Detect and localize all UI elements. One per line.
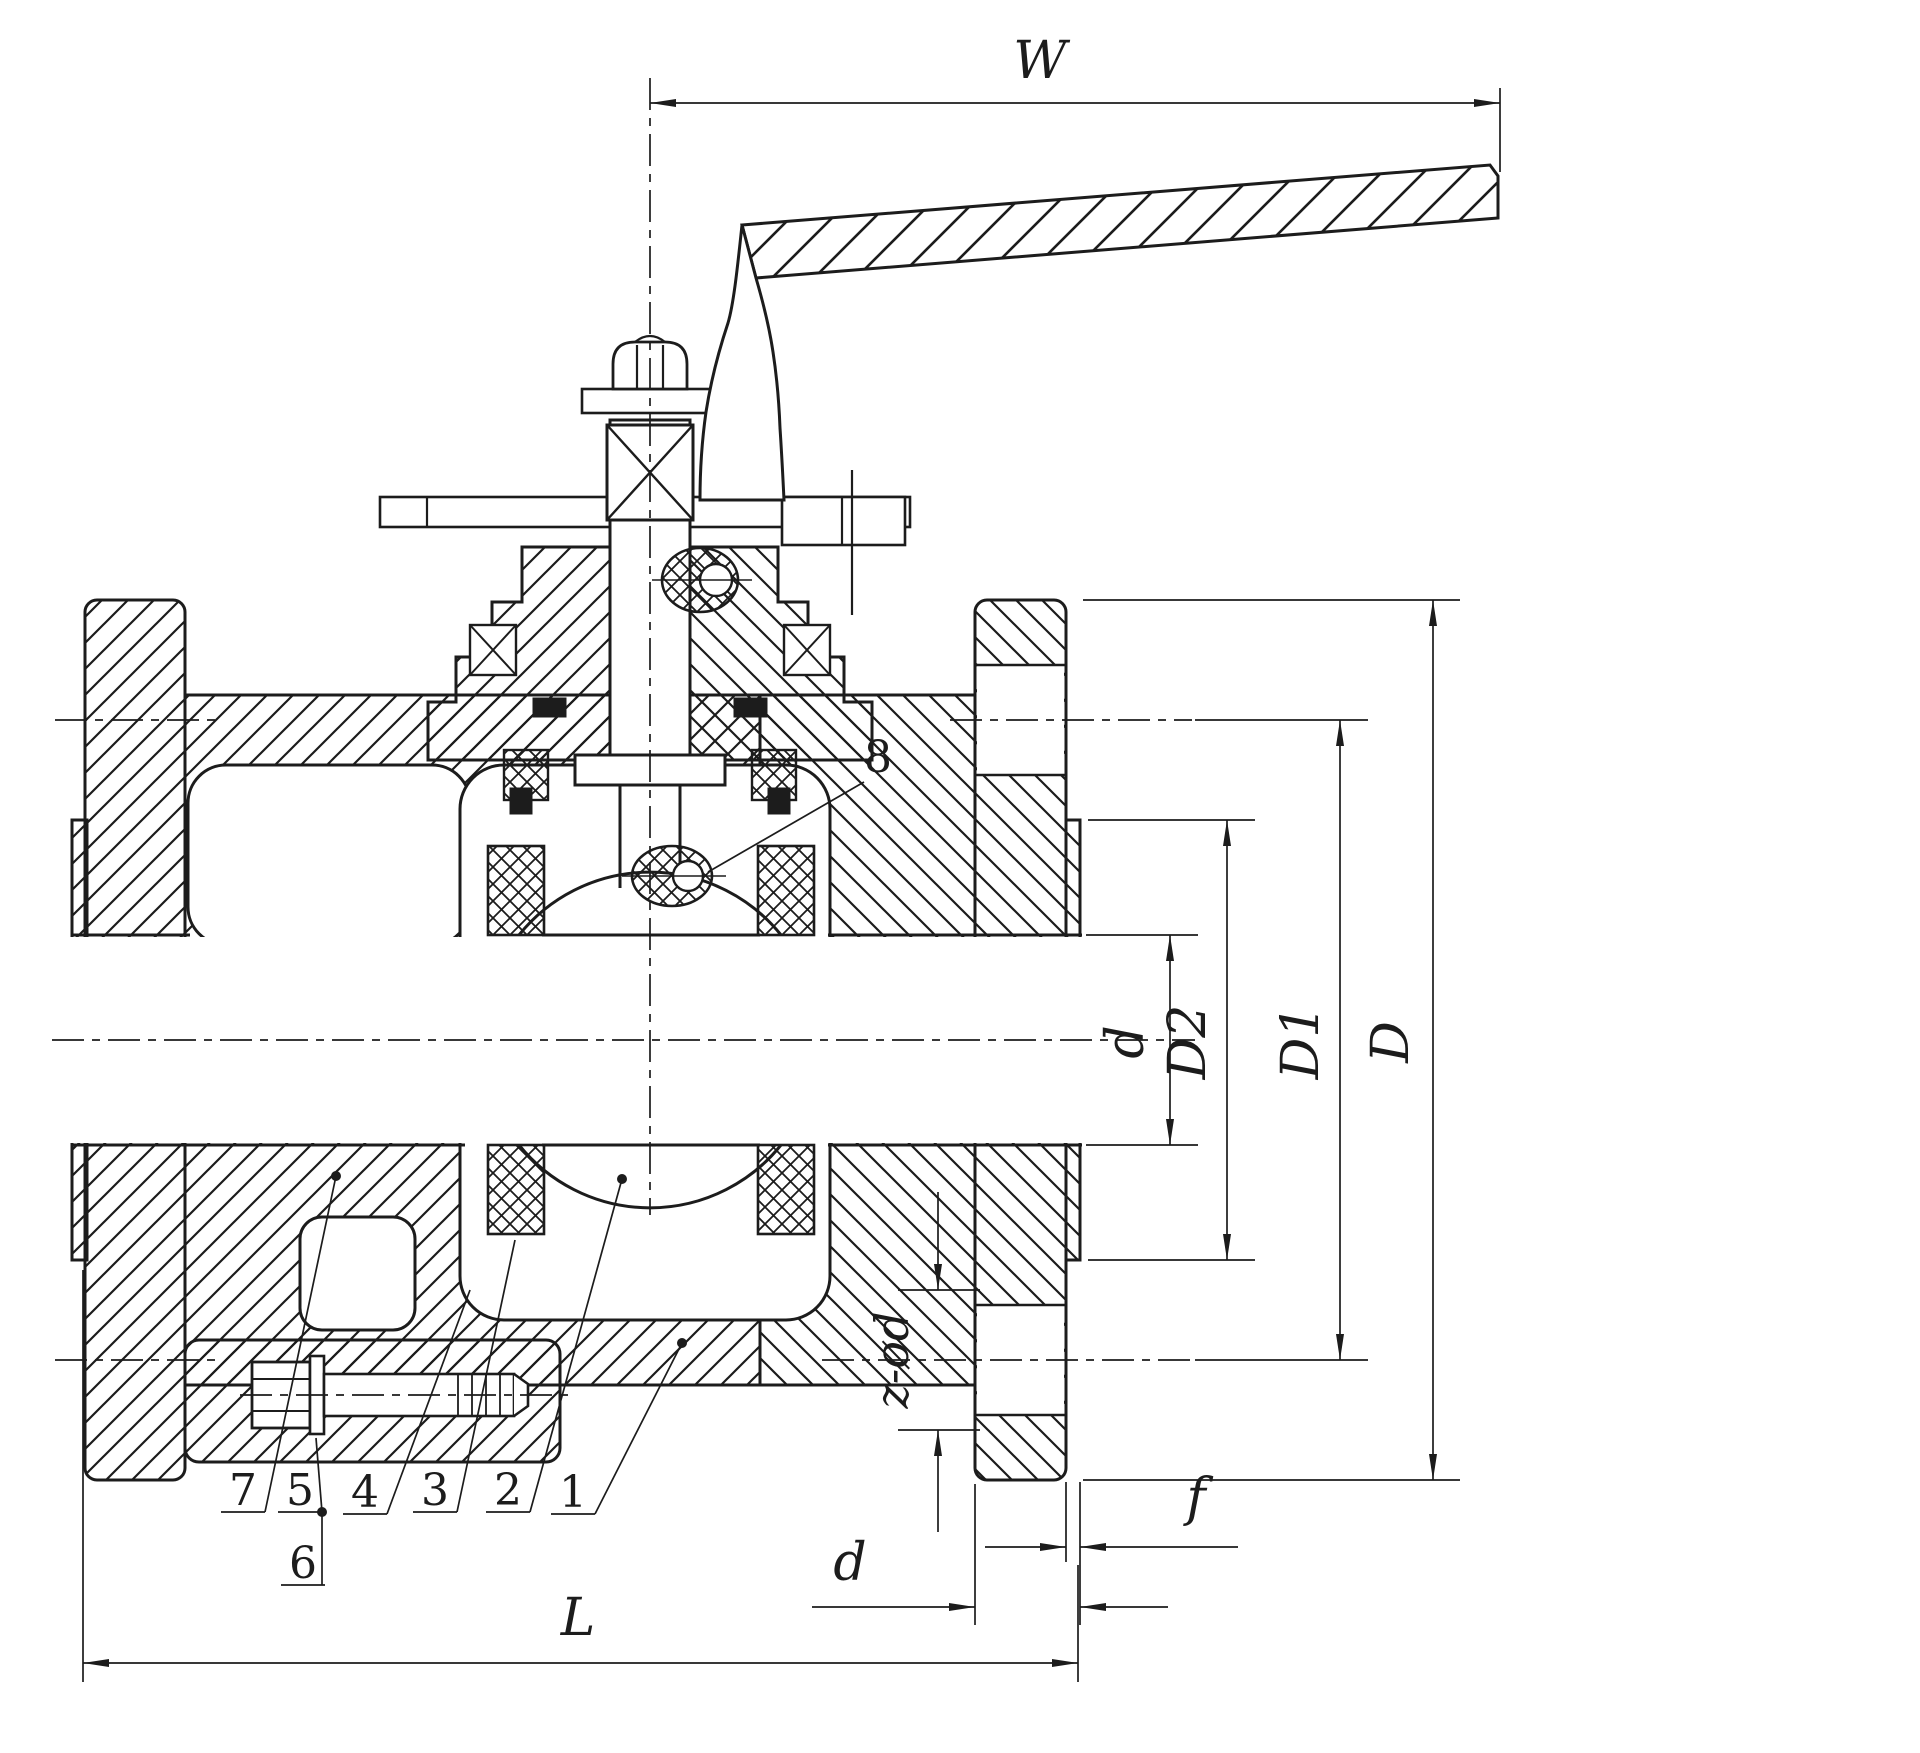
seat-left-upper [486,844,546,937]
leader-4 [386,1289,471,1515]
callout-6: 6 [289,1538,317,1589]
bore-edges [72,933,1082,1147]
seat-right-upper [756,844,816,937]
leader-3 [456,1239,516,1513]
packing-seal-right [733,697,768,718]
stem-springs [622,546,752,908]
centerlines [52,78,1195,1396]
label-D1: D1 [1271,1005,1331,1081]
callout-2: 2 [494,1465,522,1516]
part-leaders [221,781,865,1586]
handle [698,163,1500,502]
seal-lower-left [509,787,533,815]
dimension-D [1083,599,1460,1481]
callout-1: 1 [559,1467,587,1518]
inlet-chamber [186,763,472,947]
callout-5: 5 [286,1465,314,1516]
label-W: W [1013,31,1070,91]
dimension-d-hub [812,1484,1168,1625]
leader-5 [315,1437,323,1513]
dimension-f [985,1482,1238,1625]
callout-7: 7 [229,1465,257,1516]
label-d-hub: d [833,1533,866,1593]
leader-2 [529,1178,623,1513]
handle-neck [698,224,786,502]
label-z-od: z-ød [865,1312,919,1410]
seat-rings [486,844,816,1236]
label-d-bore: d [1096,1025,1156,1058]
label-D: D [1361,1021,1421,1064]
spring-upper [652,546,752,614]
dimension-D1 [1195,719,1368,1361]
dimension-W [650,88,1501,172]
handle-bar [740,163,1500,280]
label-f: f [1182,1468,1213,1528]
label-L: L [560,1588,596,1648]
spring-lower [622,844,726,908]
seat-right-lower [756,1143,816,1236]
callout-8: 8 [864,732,892,783]
dimension-z-od [898,1192,980,1532]
bolt-pocket [298,1215,417,1332]
seal-lower-right [767,787,791,815]
packing-seal-left [532,697,567,718]
label-D2: D2 [1158,1005,1218,1081]
dimension-d-bore [1086,934,1198,1146]
leader-8 [707,781,865,873]
dimension-lines [82,88,1501,1682]
callout-3: 3 [421,1465,449,1516]
leader-7 [264,1175,337,1513]
callout-4: 4 [351,1467,379,1518]
leader-1 [594,1342,683,1515]
dimension-D2 [1088,819,1255,1261]
dimension-L [82,1270,1079,1682]
seat-left-lower [486,1143,546,1236]
